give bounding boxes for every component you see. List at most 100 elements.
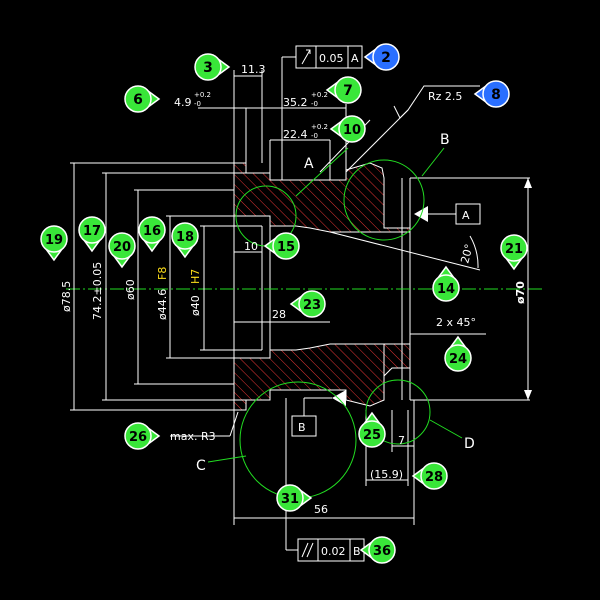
dim-4-9-tol-lo: -0 bbox=[194, 100, 201, 108]
balloon-20: 20 bbox=[108, 232, 136, 269]
balloon-21: 21 bbox=[500, 234, 528, 271]
balloon-circle bbox=[444, 344, 472, 372]
balloon-circle bbox=[124, 85, 152, 113]
runout-frame bbox=[281, 45, 363, 180]
dim-15-9: (15.9) bbox=[370, 468, 403, 481]
balloon-circle bbox=[338, 115, 366, 143]
inner-dims bbox=[234, 251, 330, 323]
balloon-circle bbox=[138, 216, 166, 244]
balloon-circle bbox=[372, 43, 400, 71]
angle-20 bbox=[329, 231, 481, 271]
parallel-value: 0.02 bbox=[321, 545, 346, 558]
balloon-number: 15 bbox=[277, 240, 295, 255]
dim-35-2-tol-lo: -0 bbox=[311, 100, 318, 108]
dim-7: 7 bbox=[398, 434, 405, 447]
datum-b-letter: B bbox=[298, 421, 306, 434]
label-b-top: B bbox=[440, 132, 450, 148]
balloon-circle bbox=[432, 274, 460, 302]
balloon-number: 19 bbox=[45, 233, 63, 248]
roughness-symbol bbox=[345, 85, 480, 173]
balloon-number: 7 bbox=[343, 83, 353, 99]
balloon-number: 28 bbox=[425, 470, 443, 485]
balloon-36: 36 bbox=[359, 536, 396, 564]
dim-22-4-tol-up: +0.2 bbox=[311, 123, 328, 131]
dim-28: 28 bbox=[272, 308, 286, 321]
extension-lines-left bbox=[70, 162, 262, 411]
balloon-number: 21 bbox=[505, 242, 523, 257]
balloon-circle bbox=[124, 422, 152, 450]
dim-4-9-tol-up: +0.2 bbox=[194, 91, 211, 99]
balloon-circle bbox=[482, 80, 510, 108]
dim-d60: ø60 bbox=[124, 279, 137, 300]
balloon-number: 18 bbox=[176, 230, 194, 245]
balloon-circle bbox=[500, 234, 528, 262]
balloon-16: 16 bbox=[138, 216, 166, 253]
balloon-number: 10 bbox=[343, 123, 361, 138]
dim-22-4: 22.4 bbox=[283, 128, 308, 141]
balloon-number: 20 bbox=[113, 240, 131, 255]
balloon-circle bbox=[272, 232, 300, 260]
balloon-number: 36 bbox=[373, 544, 391, 559]
balloon-circle bbox=[334, 76, 362, 104]
fit-h7: H7 bbox=[189, 269, 202, 284]
balloon-15: 15 bbox=[263, 232, 300, 260]
dim-radius: max. R3 bbox=[170, 430, 216, 443]
balloon-28: 28 bbox=[411, 462, 448, 490]
balloon-19: 19 bbox=[40, 225, 68, 262]
balloon-2: 2 bbox=[363, 43, 400, 71]
balloon-number: 3 bbox=[203, 60, 213, 76]
parallel-datum: B bbox=[353, 545, 361, 558]
balloon-6: 6 bbox=[124, 85, 161, 113]
dim-56: 56 bbox=[314, 503, 328, 516]
dim-35-2-tol-up: +0.2 bbox=[311, 91, 328, 99]
balloon-24: 24 bbox=[444, 335, 472, 372]
runout-datum: A bbox=[351, 52, 359, 65]
balloon-number: 24 bbox=[449, 352, 467, 367]
balloon-10: 10 bbox=[329, 115, 366, 143]
fit-f8: F8 bbox=[156, 267, 169, 280]
balloon-25: 25 bbox=[358, 411, 386, 448]
dim-angle-20: 20° bbox=[458, 243, 476, 265]
balloon-3: 3 bbox=[194, 53, 231, 81]
balloon-23: 23 bbox=[289, 290, 326, 318]
dim-d78-5: ø78.5 bbox=[60, 281, 73, 312]
label-c: C bbox=[196, 458, 206, 474]
balloon-7: 7 bbox=[325, 76, 362, 104]
extension-lines-top bbox=[198, 70, 347, 180]
dim-35-2: 35.2 bbox=[283, 96, 308, 109]
balloon-number: 17 bbox=[83, 224, 101, 239]
balloon-circle bbox=[420, 462, 448, 490]
dim-22-4-tol-lo: -0 bbox=[311, 132, 318, 140]
balloon-14: 14 bbox=[432, 265, 460, 302]
balloon-number: 16 bbox=[143, 224, 161, 239]
balloon-circle bbox=[78, 216, 106, 244]
dim-4-9: 4.9 bbox=[174, 96, 192, 109]
balloon-17: 17 bbox=[78, 216, 106, 253]
balloon-number: 8 bbox=[491, 87, 501, 103]
balloon-number: 2 bbox=[381, 50, 391, 66]
datum-a-letter: A bbox=[462, 209, 470, 222]
label-a-top: A bbox=[304, 156, 314, 172]
balloon-number: 23 bbox=[303, 298, 321, 313]
dim-70-line bbox=[524, 178, 532, 400]
dim-d40: ø40 bbox=[189, 295, 202, 316]
balloon-circle bbox=[298, 290, 326, 318]
balloon-number: 26 bbox=[129, 430, 147, 445]
dim-10: 10 bbox=[244, 240, 258, 253]
balloon-number: 14 bbox=[437, 282, 455, 297]
balloon-31: 31 bbox=[276, 484, 313, 512]
dim-d44-6: ø44.6 bbox=[156, 289, 169, 320]
runout-value: 0.05 bbox=[319, 52, 344, 65]
balloon-number: 6 bbox=[133, 92, 143, 108]
balloon-circle bbox=[358, 420, 386, 448]
roughness-text: Rz 2.5 bbox=[428, 90, 462, 103]
balloon-circle bbox=[108, 232, 136, 260]
balloon-circle bbox=[368, 536, 396, 564]
balloon-number: 25 bbox=[363, 428, 381, 443]
label-d: D bbox=[464, 436, 475, 452]
balloon-circle bbox=[194, 53, 222, 81]
balloon-18: 18 bbox=[171, 222, 199, 259]
dim-11-3: 11.3 bbox=[241, 63, 266, 76]
dim-d74-2: 74.2±0.05 bbox=[91, 262, 104, 320]
